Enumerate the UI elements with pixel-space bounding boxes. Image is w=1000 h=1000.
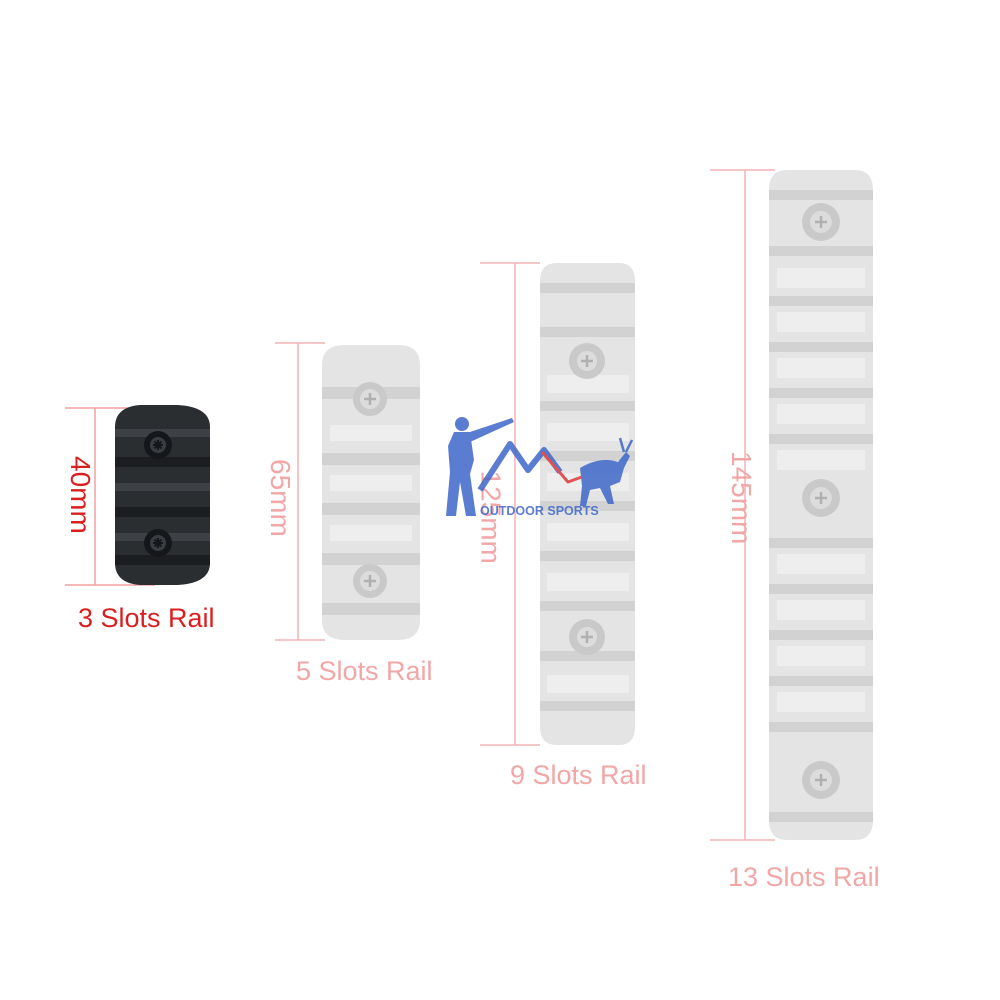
hunter-silhouette-icon — [446, 417, 514, 516]
grey-rail-body — [540, 263, 635, 745]
dimension-guide — [275, 342, 325, 641]
rail-5-caption: 5 Slots Rail — [296, 656, 433, 686]
outdoor-sports-logo: OUTDOOR SPORTS — [446, 417, 634, 518]
rail-13-slots-image — [710, 169, 873, 841]
rail-9-slots-image — [480, 262, 635, 746]
grey-rail-body — [322, 345, 420, 640]
screw-icon — [144, 431, 172, 459]
screw-icon — [144, 529, 172, 557]
rail-5-dimension-label: 65mm — [265, 459, 296, 537]
screw-icon — [802, 203, 840, 241]
dimension-guide — [710, 169, 775, 841]
rail-9-caption: 9 Slots Rail — [510, 760, 647, 790]
rail-13-caption: 13 Slots Rail — [728, 862, 880, 892]
rail-13-dimension-label: 145mm — [726, 451, 757, 545]
rail-3-dimension-label: 40mm — [65, 456, 96, 534]
screw-icon — [569, 619, 605, 655]
logo-text: OUTDOOR SPORTS — [480, 504, 599, 518]
dimension-guide — [480, 262, 540, 746]
screw-icon — [569, 343, 605, 379]
mountain-icon — [477, 441, 563, 492]
screw-icon — [802, 761, 840, 799]
screw-icon — [353, 564, 387, 598]
screw-icon — [353, 382, 387, 416]
deer-icon — [580, 437, 634, 506]
rail-5-slots-image — [275, 342, 420, 641]
rail-3-slots-image — [65, 405, 210, 586]
screw-icon — [802, 479, 840, 517]
rail-3-caption: 3 Slots Rail — [78, 603, 215, 633]
